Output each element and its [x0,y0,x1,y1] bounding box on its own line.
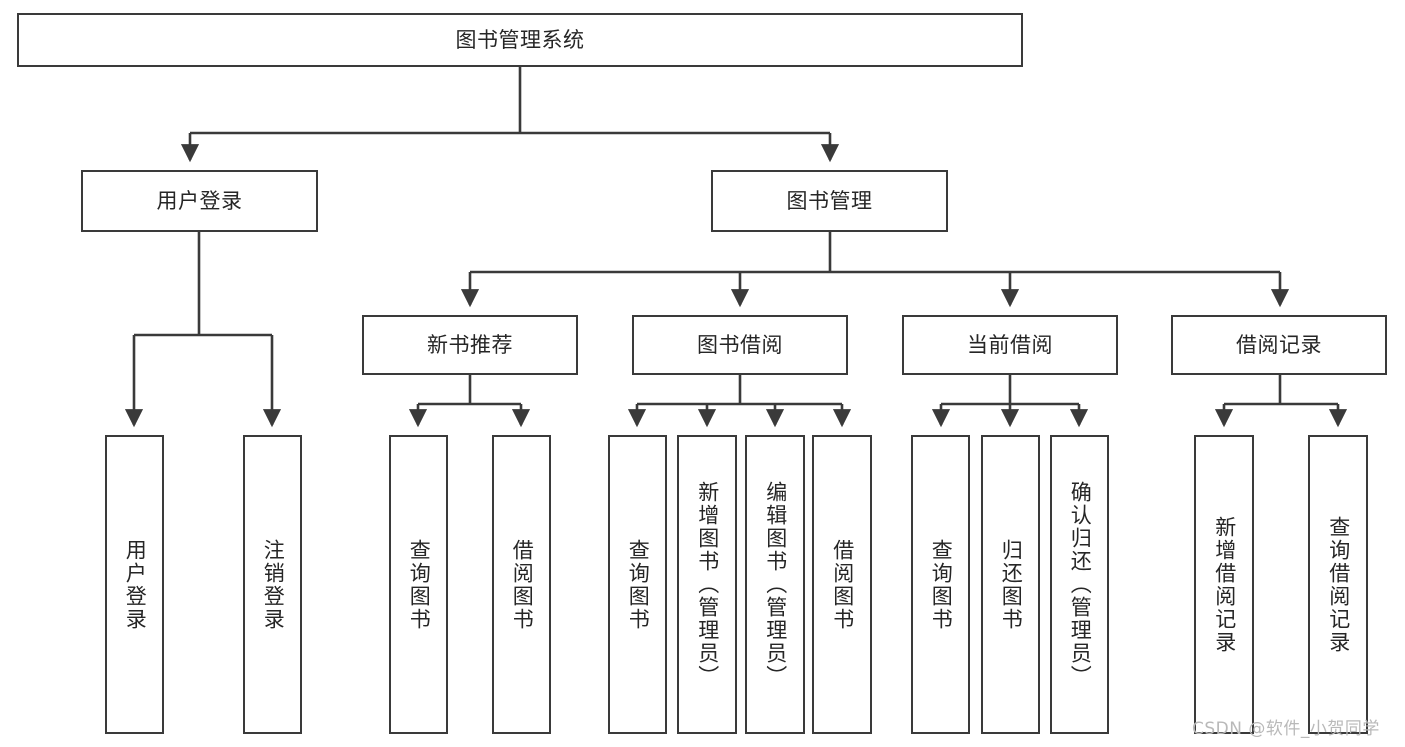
node-label: 新增图书（管理员） [695,481,720,688]
node-label: 查询图书 [407,538,432,631]
node-leaf-query-book-borrow[interactable]: 查询图书 [608,435,667,734]
node-leaf-query-book-current[interactable]: 查询图书 [911,435,970,734]
node-label: 查询图书 [929,538,954,631]
node-leaf-query-book-recommend[interactable]: 查询图书 [389,435,448,734]
node-leaf-borrow-book[interactable]: 借阅图书 [812,435,872,734]
node-label: 图书管理 [786,188,873,213]
node-borrow-record[interactable]: 借阅记录 [1171,315,1387,375]
node-label: 查询图书 [626,538,651,631]
node-label: 查询借阅记录 [1326,515,1351,654]
node-label: 注销登录 [261,538,286,631]
node-label: 用户登录 [156,188,243,213]
node-leaf-user-login[interactable]: 用户登录 [105,435,164,734]
node-leaf-add-book-admin[interactable]: 新增图书（管理员） [677,435,737,734]
node-label: 归还图书 [999,538,1024,631]
node-label: 用户登录 [123,538,148,631]
node-leaf-query-borrow-record[interactable]: 查询借阅记录 [1308,435,1368,734]
node-new-book-recommend[interactable]: 新书推荐 [362,315,578,375]
csdn-watermark: CSDN @软件_小贺同学 [1192,719,1380,739]
node-user-login[interactable]: 用户登录 [81,170,318,232]
node-label: 借阅图书 [830,538,855,631]
node-label: 新书推荐 [427,332,513,357]
node-leaf-add-borrow-record[interactable]: 新增借阅记录 [1194,435,1254,734]
node-label: 图书借阅 [697,332,783,357]
node-label: 确认归还（管理员） [1068,481,1093,688]
node-root-book-management-system[interactable]: 图书管理系统 [17,13,1023,67]
node-leaf-edit-book-admin[interactable]: 编辑图书（管理员） [745,435,805,734]
node-current-borrow[interactable]: 当前借阅 [902,315,1118,375]
node-label: 借阅记录 [1236,332,1322,357]
node-label: 借阅图书 [510,538,535,631]
node-book-borrow[interactable]: 图书借阅 [632,315,848,375]
node-leaf-logout[interactable]: 注销登录 [243,435,302,734]
node-label: 图书管理系统 [455,27,585,52]
node-book-management[interactable]: 图书管理 [711,170,948,232]
node-leaf-borrow-book-recommend[interactable]: 借阅图书 [492,435,551,734]
node-leaf-return-book[interactable]: 归还图书 [981,435,1040,734]
node-label: 编辑图书（管理员） [763,481,788,688]
node-leaf-confirm-return-admin[interactable]: 确认归还（管理员） [1050,435,1109,734]
node-label: 新增借阅记录 [1212,515,1237,654]
node-label: 当前借阅 [967,332,1053,357]
